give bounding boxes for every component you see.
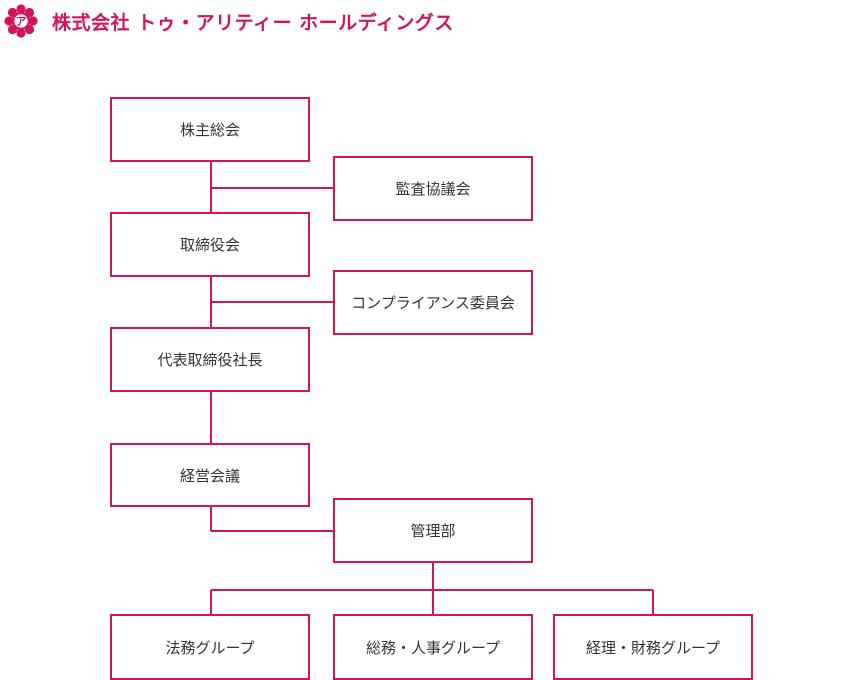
- node-audit-committee: 監査協議会: [333, 156, 533, 221]
- flower-crest-icon: ア: [4, 4, 38, 38]
- node-compliance-committee: コンプライアンス委員会: [333, 270, 533, 335]
- node-board-of-directors: 取締役会: [110, 212, 310, 277]
- node-legal-affairs-group: 法務グループ: [110, 614, 310, 680]
- node-shareholders-meeting: 株主総会: [110, 97, 310, 162]
- node-representative-director: 代表取締役社長: [110, 327, 310, 392]
- company-name: 株式会社 トゥ・アリティー ホールディングス: [52, 11, 454, 34]
- node-accounting-finance-group: 経理・財務グループ: [553, 614, 753, 680]
- company-brand[interactable]: ア 株式会社 トゥ・アリティー ホールディングス: [4, 4, 454, 38]
- node-general-affairs-hr-group: 総務・人事グループ: [333, 614, 533, 680]
- logo-glyph: ア: [16, 15, 27, 28]
- node-administration-department: 管理部: [333, 498, 533, 563]
- node-management-meeting: 経営会議: [110, 443, 310, 507]
